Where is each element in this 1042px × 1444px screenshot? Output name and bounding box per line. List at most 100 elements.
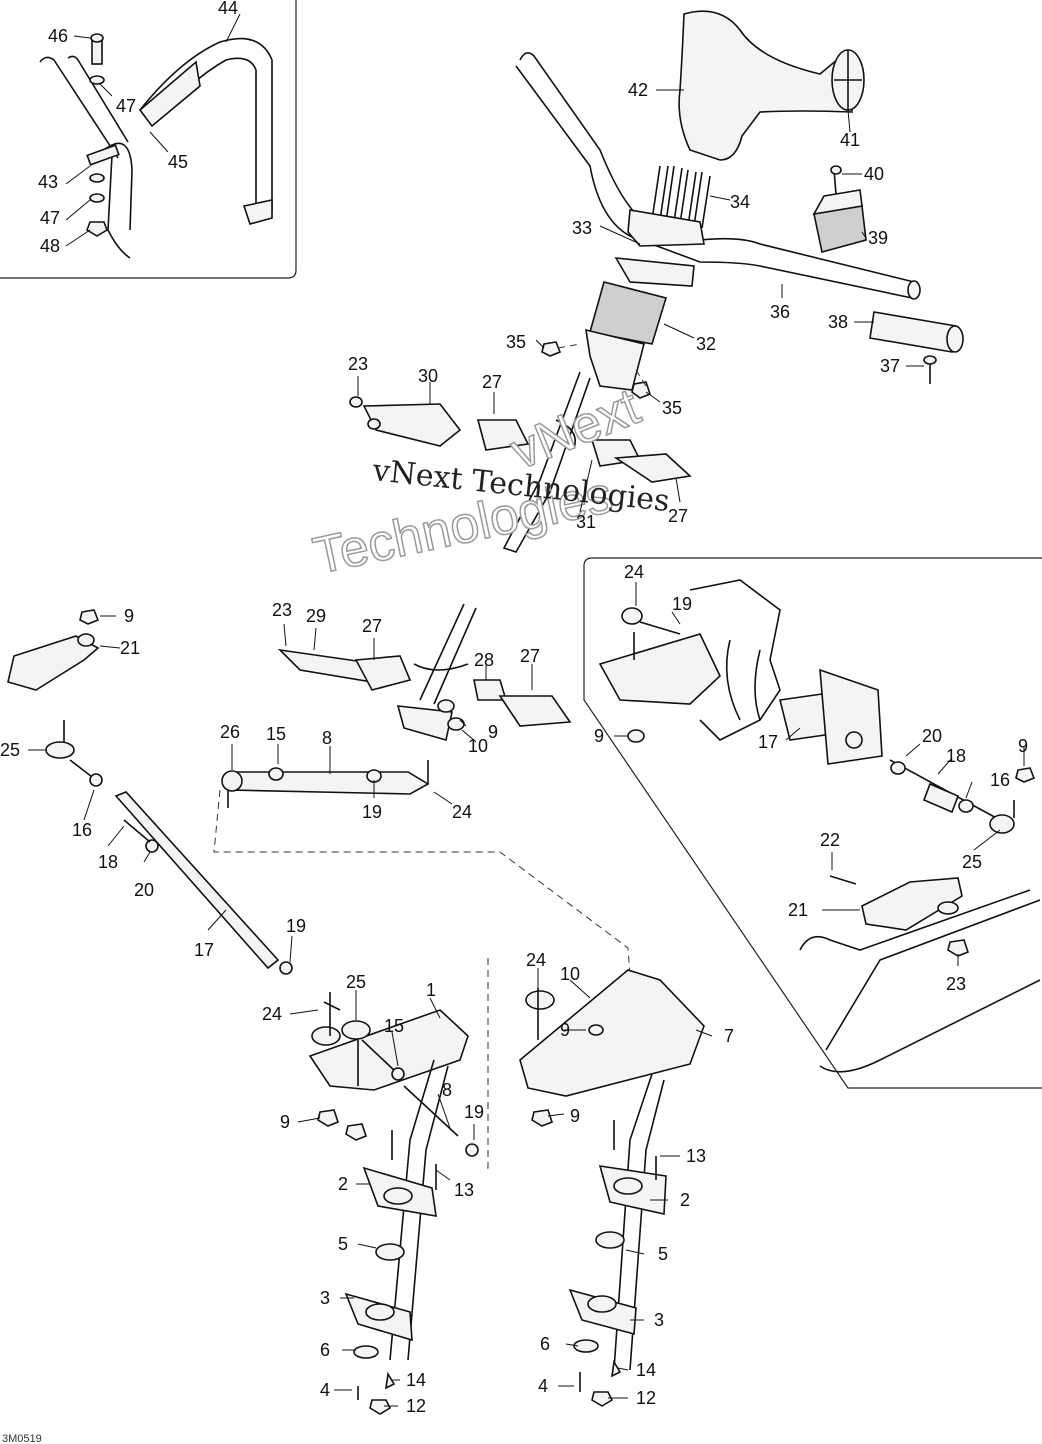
callout-46: 46 <box>48 26 68 46</box>
callout-13: 13 <box>454 1180 474 1200</box>
callout-22: 22 <box>820 830 840 850</box>
leader-lines <box>28 13 1025 1407</box>
centerline-dashed <box>213 789 631 1169</box>
callout-17: 17 <box>194 940 214 960</box>
steering-arm-upper-left <box>349 396 462 447</box>
callout-24: 24 <box>262 1004 282 1024</box>
callout-2: 2 <box>338 1174 348 1194</box>
watermark: Technologies vNext vNext Technologies <box>308 377 672 587</box>
callout-9: 9 <box>560 1020 570 1040</box>
steering-arm-left <box>7 609 100 691</box>
handlebar-grip <box>869 311 964 353</box>
callout-31: 31 <box>576 512 596 532</box>
callout-40: 40 <box>864 164 884 184</box>
steering-support-left <box>308 992 479 1157</box>
callout-labels: 46 44 47 45 43 47 48 42 41 40 34 39 33 3… <box>0 0 1028 1416</box>
callout-45: 45 <box>168 152 188 172</box>
tie-rod-right-detail <box>889 759 1036 834</box>
steering-spindle-right <box>568 1073 667 1407</box>
callout-9: 9 <box>594 726 604 746</box>
callout-6: 6 <box>540 1334 550 1354</box>
callout-24: 24 <box>624 562 644 582</box>
ski-leg-and-arm-detail <box>799 875 1041 1073</box>
callout-25: 25 <box>0 740 20 760</box>
callout-9: 9 <box>124 606 134 626</box>
callout-34: 34 <box>730 192 750 212</box>
callout-36: 36 <box>770 302 790 322</box>
callout-24: 24 <box>526 950 546 970</box>
steering-support-right <box>519 969 705 1127</box>
callout-8: 8 <box>322 728 332 748</box>
callout-8: 8 <box>442 1080 452 1100</box>
callout-15: 15 <box>266 724 286 744</box>
callout-4: 4 <box>538 1376 548 1396</box>
callout-13: 13 <box>686 1146 706 1166</box>
callout-47: 47 <box>116 96 136 116</box>
callout-38: 38 <box>828 312 848 332</box>
callout-15: 15 <box>384 1016 404 1036</box>
callout-42: 42 <box>628 80 648 100</box>
handlebar-clamp-and-bolts <box>614 165 711 287</box>
callout-35: 35 <box>506 332 526 352</box>
callout-26: 26 <box>220 722 240 742</box>
callout-10: 10 <box>468 736 488 756</box>
callout-16: 16 <box>72 820 92 840</box>
callout-12: 12 <box>636 1388 656 1408</box>
callout-48: 48 <box>40 236 60 256</box>
callout-20: 20 <box>134 880 154 900</box>
callout-2: 2 <box>680 1190 690 1210</box>
callout-19: 19 <box>672 594 692 614</box>
callout-19: 19 <box>286 916 306 936</box>
steering-arm-middle <box>277 603 572 742</box>
handlebar-pad <box>678 10 865 161</box>
callout-27: 27 <box>362 616 382 636</box>
document-id: 3M0519 <box>2 1433 42 1444</box>
callout-14: 14 <box>406 1370 426 1390</box>
callout-1: 1 <box>426 980 436 1000</box>
callout-5: 5 <box>338 1234 348 1254</box>
callout-39: 39 <box>868 228 888 248</box>
callout-19: 19 <box>464 1102 484 1122</box>
callout-27: 27 <box>482 372 502 392</box>
callout-47: 47 <box>40 208 60 228</box>
callout-5: 5 <box>658 1244 668 1264</box>
callout-18: 18 <box>98 852 118 872</box>
callout-14: 14 <box>636 1360 656 1380</box>
grip-end-plug <box>923 355 937 384</box>
callout-23: 23 <box>348 354 368 374</box>
steering-column-bracket <box>598 579 883 765</box>
callout-17: 17 <box>758 732 778 752</box>
callout-20: 20 <box>922 726 942 746</box>
column-nuts <box>541 341 651 399</box>
callout-35: 35 <box>662 398 682 418</box>
callout-32: 32 <box>696 334 716 354</box>
steering-spindle-left <box>344 1059 449 1415</box>
callout-9: 9 <box>570 1106 580 1126</box>
handlebar-end-clamp-assembly <box>39 33 133 259</box>
callout-27: 27 <box>520 646 540 666</box>
callout-24: 24 <box>452 802 472 822</box>
callout-25: 25 <box>962 852 982 872</box>
callout-18: 18 <box>946 746 966 766</box>
tie-rod-middle-assembly <box>221 760 430 808</box>
callout-12: 12 <box>406 1396 426 1416</box>
callout-9: 9 <box>488 722 498 742</box>
callout-23: 23 <box>946 974 966 994</box>
callout-3: 3 <box>654 1310 664 1330</box>
callout-23: 23 <box>272 600 292 620</box>
detail-frame-top-left <box>0 0 297 279</box>
callout-19: 19 <box>362 802 382 822</box>
callout-41: 41 <box>840 130 860 150</box>
callout-9: 9 <box>280 1112 290 1132</box>
handlebar-tube <box>515 52 921 300</box>
callout-10: 10 <box>560 964 580 984</box>
callout-6: 6 <box>320 1340 330 1360</box>
throttle-housing <box>812 165 867 253</box>
callout-27: 27 <box>668 506 688 526</box>
callout-21: 21 <box>788 900 808 920</box>
callout-43: 43 <box>38 172 58 192</box>
callout-37: 37 <box>880 356 900 376</box>
ball-joint-upper <box>476 419 692 483</box>
callout-21: 21 <box>120 638 140 658</box>
